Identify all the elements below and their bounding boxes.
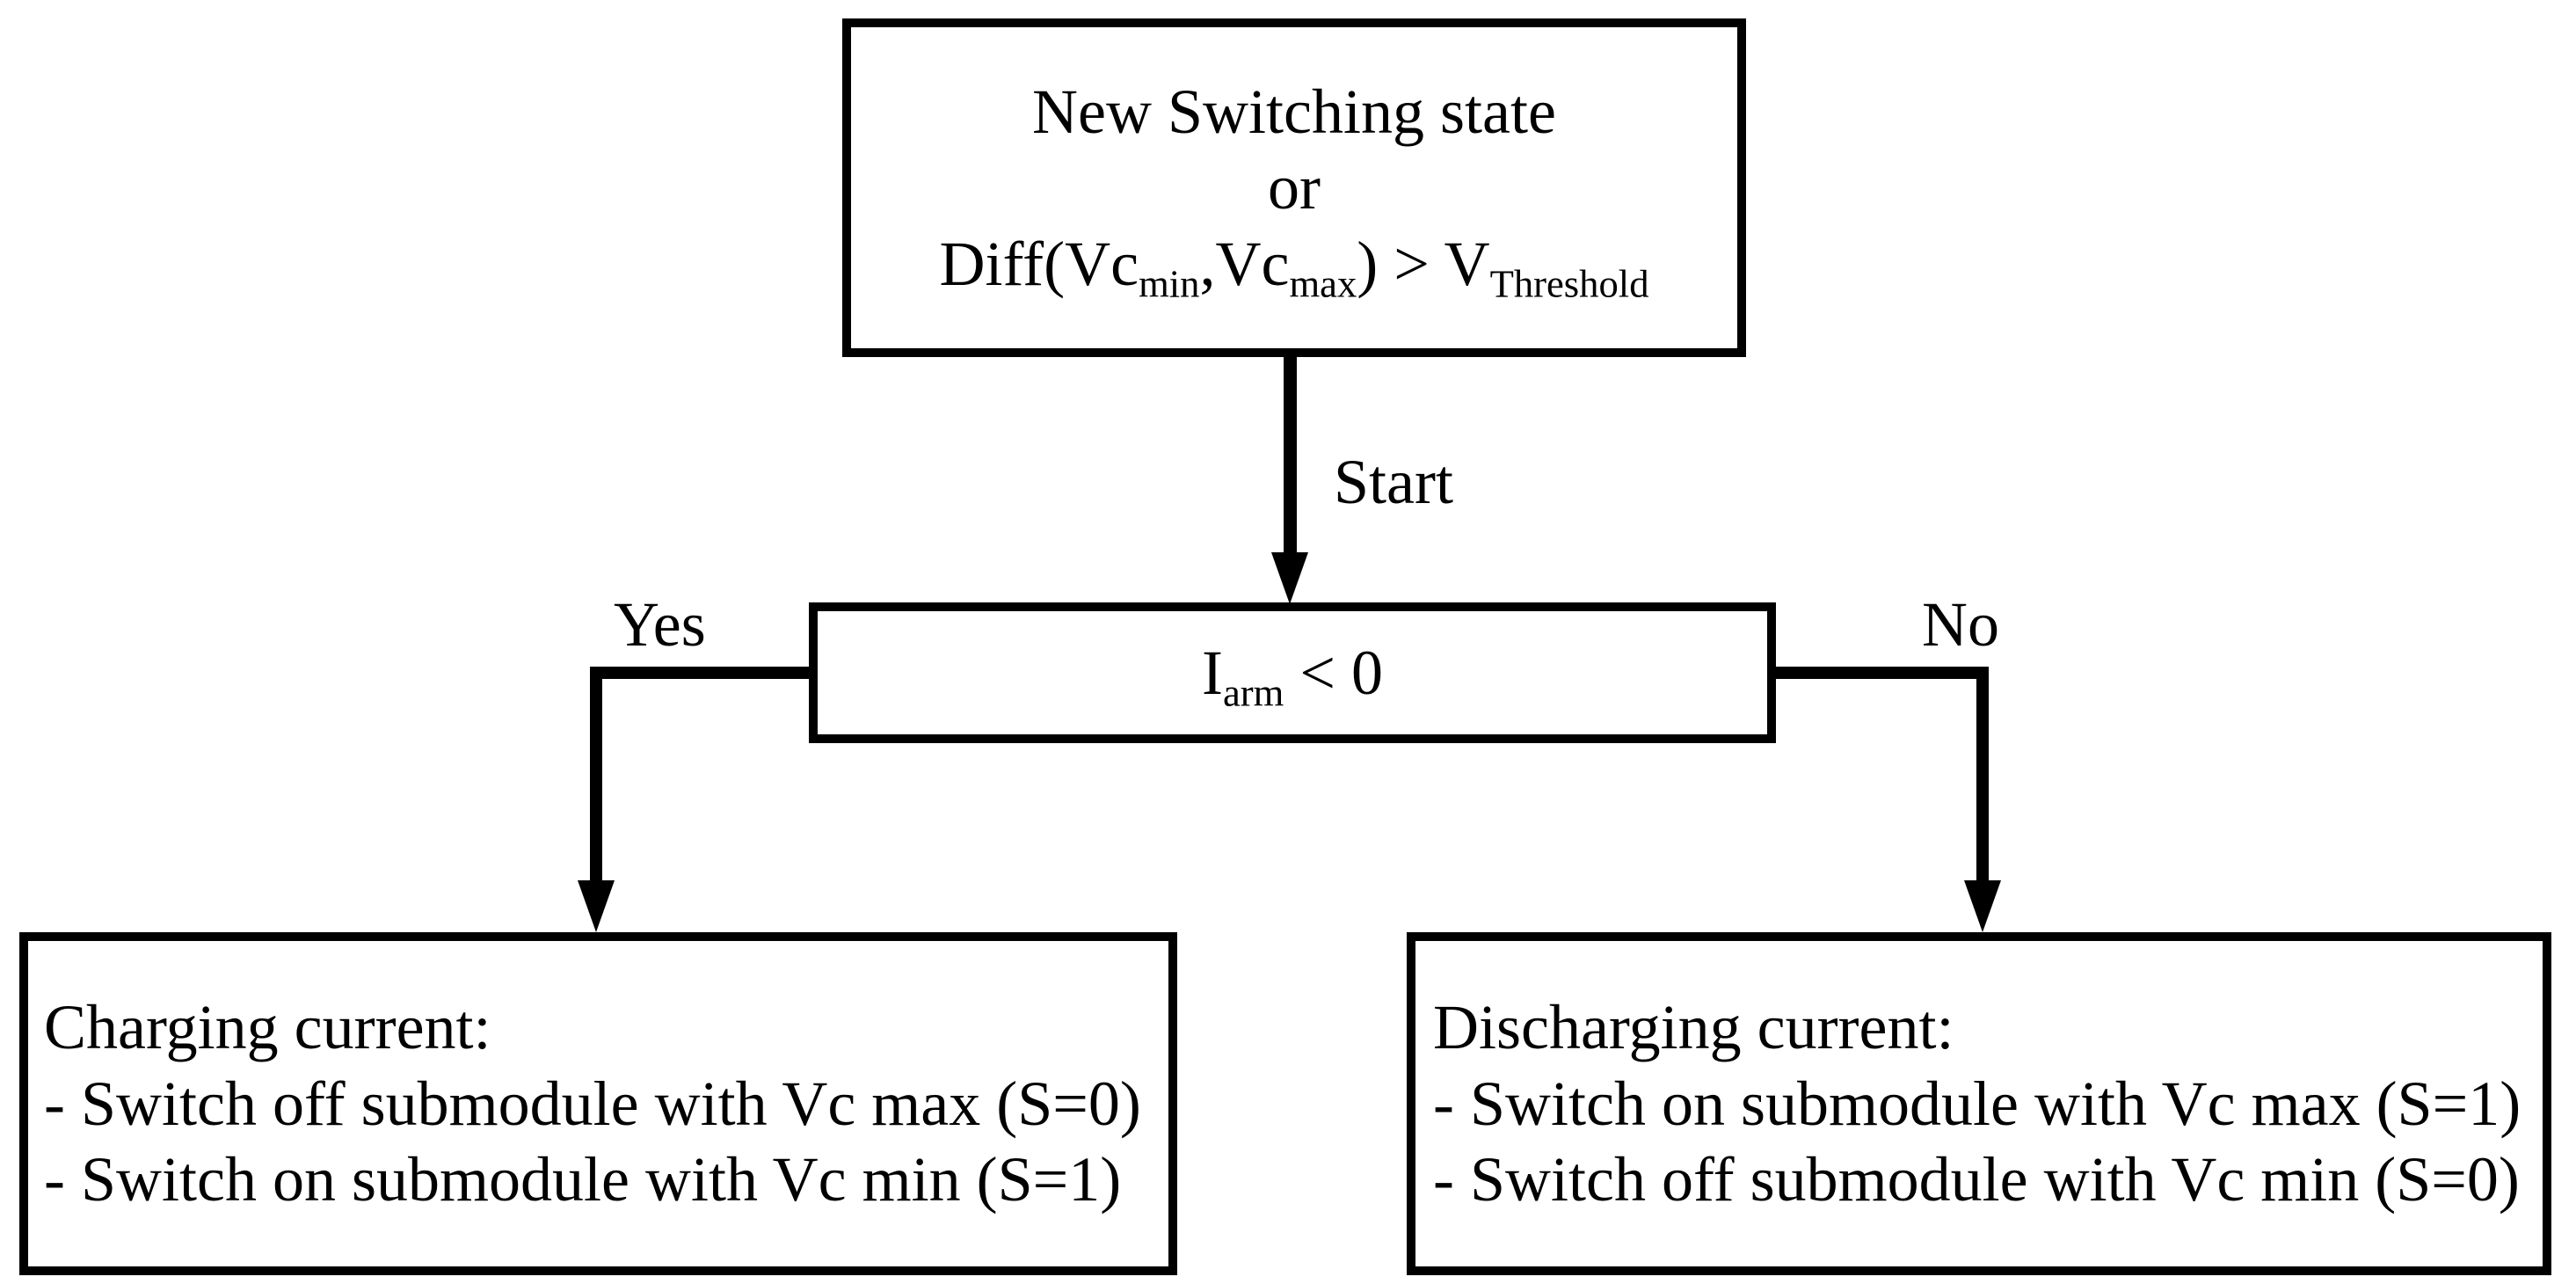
condition-text-2: ,Vc xyxy=(1199,228,1290,299)
no-connector-vertical xyxy=(1976,667,1989,880)
start-arrowhead xyxy=(1271,552,1308,604)
no-label: No xyxy=(1922,589,1999,660)
decision-text-2: < 0 xyxy=(1284,637,1383,708)
condition-subscript-threshold: Threshold xyxy=(1489,261,1649,306)
condition-text-3: ) > V xyxy=(1357,228,1490,299)
condition-subscript-min: min xyxy=(1139,261,1200,306)
no-connector-horizontal xyxy=(1776,667,1989,679)
discharging-item-1: - Switch on submodule with Vc max (S=1) xyxy=(1433,1068,2521,1139)
yes-connector-vertical xyxy=(590,667,602,880)
yes-arrowhead xyxy=(578,880,615,932)
discharging-title: Discharging current: xyxy=(1433,992,1954,1063)
charging-box: Charging current: - Switch off submodule… xyxy=(19,932,1177,1275)
condition-subscript-max: max xyxy=(1289,261,1357,306)
discharging-item-2: - Switch off submodule with Vc min (S=0) xyxy=(1433,1144,2520,1215)
no-arrowhead xyxy=(1964,880,2001,932)
decision-box: Iarm < 0 xyxy=(809,602,1776,743)
yes-connector-horizontal xyxy=(590,667,809,679)
trigger-line-1: New Switching state xyxy=(1032,76,1556,147)
charging-title: Charging current: xyxy=(44,992,491,1063)
charging-item-1: - Switch off submodule with Vc max (S=0) xyxy=(44,1068,1141,1139)
yes-label: Yes xyxy=(614,589,706,660)
decision-subscript-arm: arm xyxy=(1222,670,1284,715)
condition-text-1: Diff(Vc xyxy=(939,228,1139,299)
trigger-condition: Diff(Vcmin,Vcmax) > VThreshold xyxy=(939,226,1649,306)
discharging-box: Discharging current: - Switch on submodu… xyxy=(1407,932,2551,1275)
decision-text-1: I xyxy=(1202,637,1223,708)
charging-item-2: - Switch on submodule with Vc min (S=1) xyxy=(44,1144,1122,1215)
start-arrow-line xyxy=(1284,357,1297,552)
start-label: Start xyxy=(1334,447,1453,517)
decision-text: Iarm < 0 xyxy=(1202,635,1383,715)
trigger-box: New Switching state or Diff(Vcmin,Vcmax)… xyxy=(842,18,1746,357)
trigger-line-2: or xyxy=(1268,152,1321,223)
